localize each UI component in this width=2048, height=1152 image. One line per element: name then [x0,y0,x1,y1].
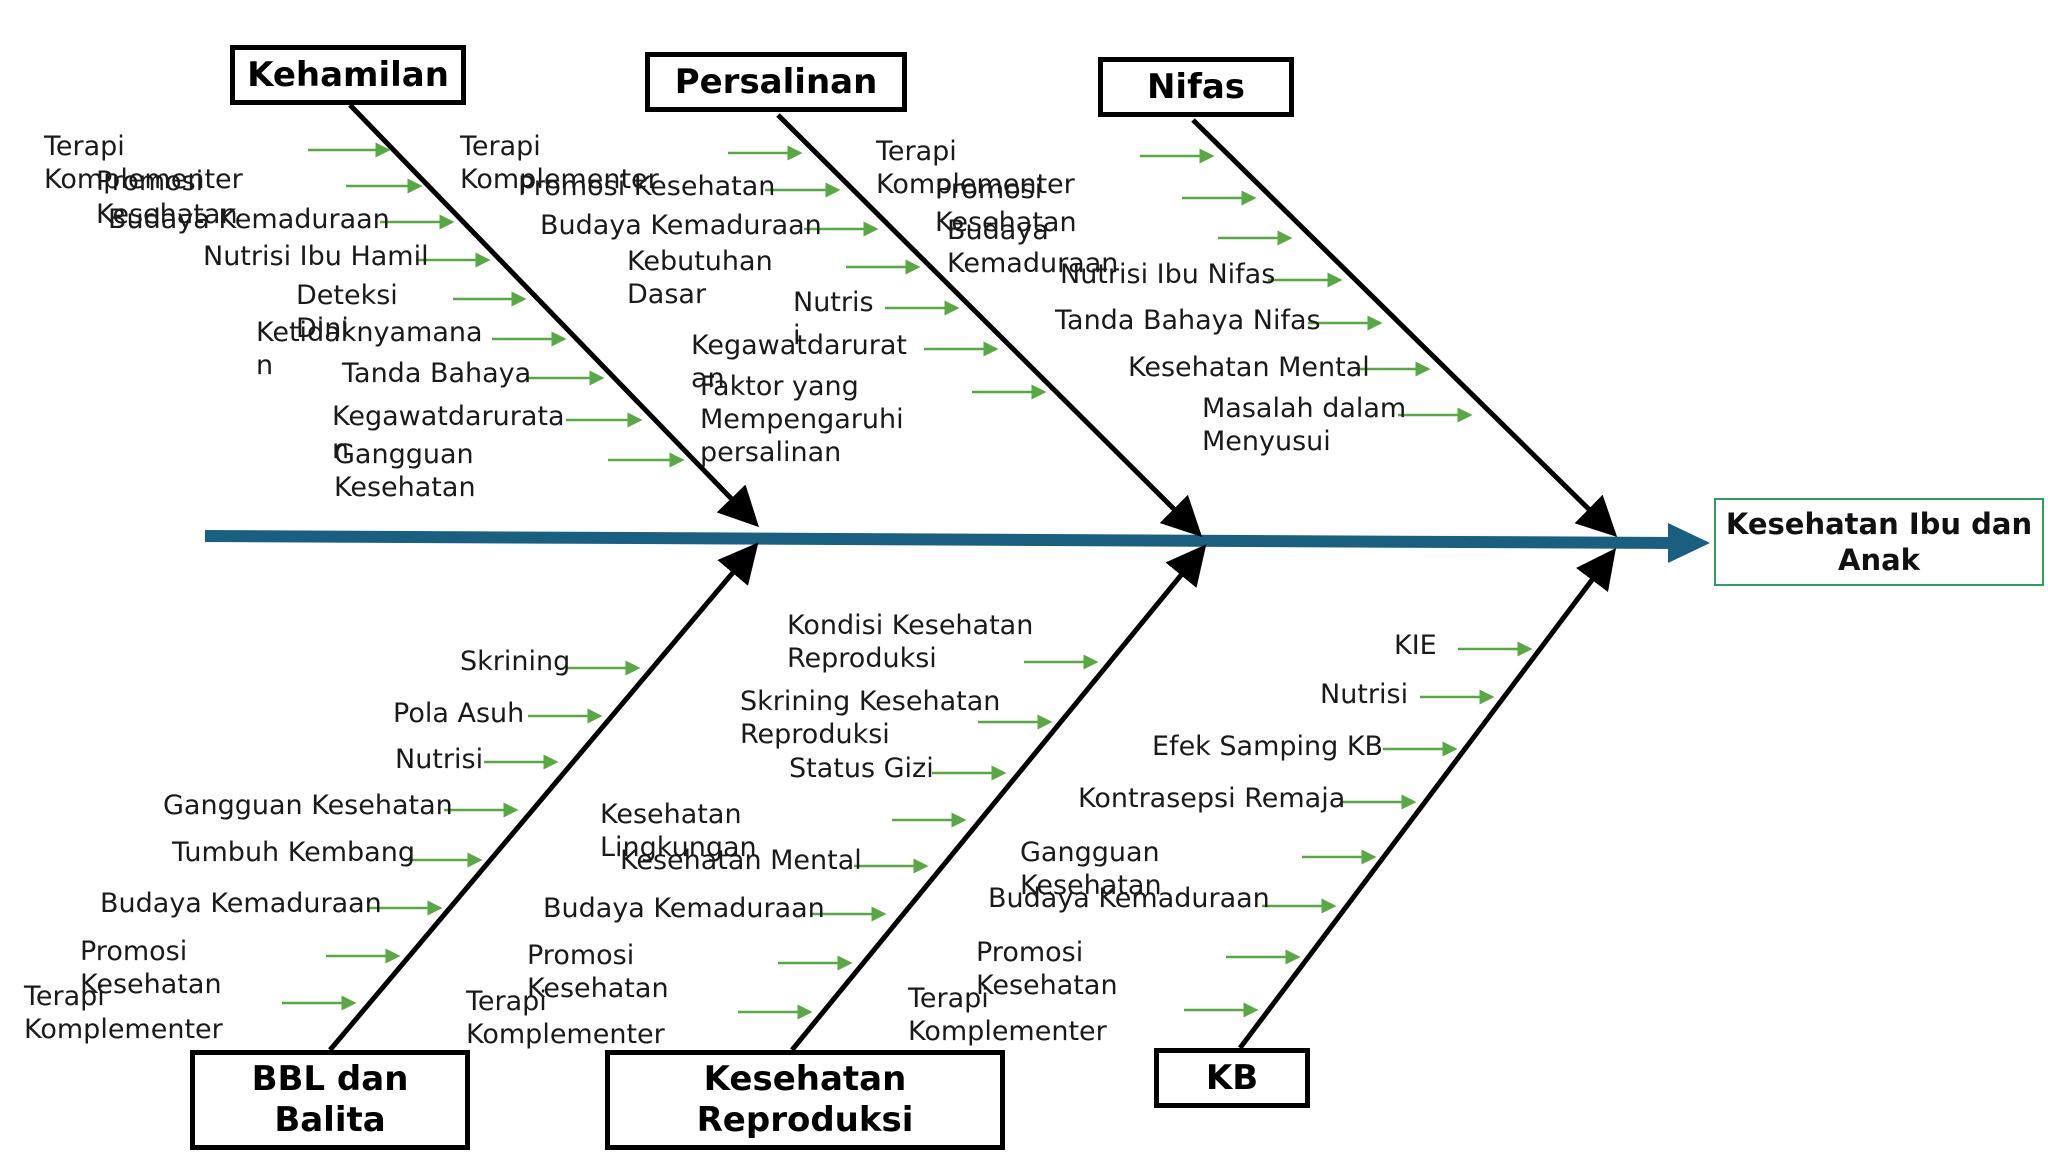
cause-label: Budaya Kemaduraan [540,210,822,241]
arrows-kehamilan [308,142,685,468]
cause-label: Terapi Komplementer [24,981,223,1045]
category-repro: Kesehatan Reproduksi [605,1050,1005,1150]
category-nifas: Nifas [1098,57,1294,117]
cause-label: Tumbuh Kembang [172,837,415,868]
effect-label: Kesehatan Ibu dan Anak [1725,506,2033,577]
cause-label: Status Gizi [789,753,934,784]
cause-label: Gangguan Kesehatan [1020,837,1162,901]
cause-label: Kebutuhan Dasar [627,246,773,310]
spine-line [204,530,1673,549]
cause-label: Budaya Kemaduraan [108,204,390,235]
category-label: Kehamilan [247,54,449,95]
cause-label: Terapi Komplementer [908,983,1107,1047]
cause-label: Masalah dalam Menyusui [1202,393,1407,457]
category-persalinan: Persalinan [645,52,907,112]
category-bbl: BBL dan Balita [190,1050,470,1150]
cause-label: Skrining Kesehatan Reproduksi [740,686,1001,750]
cause-label: Promosi Kesehatan [96,166,238,230]
bone-bbl [328,542,759,1052]
cause-label: Nutrisi Ibu Hamil [203,241,429,272]
cause-label: Kesehatan Mental [1128,352,1370,383]
bone-persalinan [776,113,1203,538]
cause-label: Gangguan Kesehatan [163,790,453,821]
cause-label: Promosi Kesehatan [935,174,1077,238]
arrows-persalinan [728,145,1047,400]
category-label: Kesehatan Reproduksi [696,1059,914,1140]
effect-box: Kesehatan Ibu dan Anak [1714,498,2044,586]
cause-label: Pola Asuh [393,698,525,729]
cause-label: Nutrisi [793,287,874,351]
cause-label: Kesehatan Lingkungan [600,799,757,863]
cause-label: Kondisi Kesehatan Reproduksi [787,610,1034,674]
cause-label: Tanda Bahaya Nifas [1055,305,1321,336]
cause-label: KIE [1394,630,1437,661]
category-kehamilan: Kehamilan [230,45,466,105]
cause-label: Terapi Komplementer [876,136,1075,200]
arrows-repro [738,654,1099,1020]
cause-label: Kegawatdaruratan [332,401,565,465]
category-label: KB [1205,1057,1259,1098]
arrows-kb [1184,641,1533,1018]
cause-label: Promosi Kesehatan [527,940,669,1004]
cause-label: Terapi Komplementer [466,986,665,1050]
cause-label: Promosi Kesehatan [80,936,222,1000]
bone-nifas [1191,118,1618,538]
cause-label: Efek Samping KB [1152,731,1384,762]
arrows-nifas [1140,148,1473,423]
cause-label: Deteksi Dini [296,280,398,344]
cause-label: Kontrasepsi Remaja [1078,783,1346,814]
cause-label: Skrining [460,646,571,677]
cause-label: Ketidaknyamanan [256,317,483,381]
bone-repro [790,544,1207,1052]
cause-label: Faktor yang Mempengaruhi persalinan [700,371,904,468]
cause-label: Terapi Komplementer [44,131,243,195]
cause-label: Promosi Kesehatan [976,937,1118,1001]
bone-kehamilan [348,103,759,528]
category-label: Nifas [1146,66,1246,107]
category-label: BBL dan Balita [251,1059,409,1140]
cause-label: Nutrisi [1320,679,1409,710]
cause-label: Budaya Kemaduraan [947,215,1119,279]
cause-label: Nutrisi [395,744,484,775]
category-label: Persalinan [674,61,878,102]
bone-kb [1238,548,1617,1050]
cause-label: Nutrisi Ibu Nifas [1060,259,1276,290]
arrows-bbl [282,660,641,1011]
cause-label: Kesehatan Mental [620,845,862,876]
cause-label: Kegawatdaruratan [691,330,907,394]
cause-label: Budaya Kemaduraan [543,893,825,924]
cause-label: Tanda Bahaya [342,358,532,389]
cause-label: Budaya Kemaduraan [988,883,1270,914]
spine-arrowhead [1668,523,1710,563]
cause-label: Terapi Komplementer [460,131,659,195]
cause-label: Gangguan Kesehatan [334,439,476,503]
cause-label: Promosi Kesehatan [518,171,776,202]
category-kb: KB [1154,1048,1310,1108]
cause-label: Budaya Kemaduraan [100,888,382,919]
